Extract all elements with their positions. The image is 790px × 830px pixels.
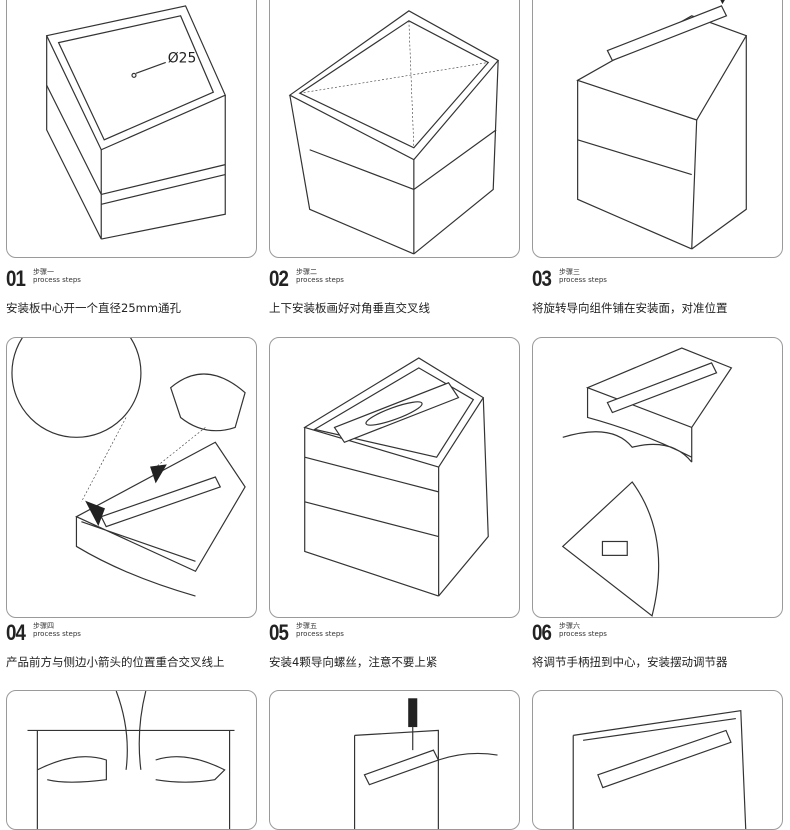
step-number: 05 (269, 620, 289, 645)
step-description: 将旋转导向组件铺在安装面，对准位置 (532, 301, 728, 315)
step-7-illustration (6, 690, 257, 830)
step-label-en: process steps (296, 276, 344, 284)
step-number: 03 (532, 266, 552, 291)
step-6-illustration (532, 337, 783, 618)
diameter-label: Ø25 (168, 50, 197, 66)
step-description: 安装4颗导向螺丝，注意不要上紧 (269, 655, 438, 669)
step-5-illustration (269, 337, 520, 618)
step-label-cn: 步骤五 (296, 622, 317, 630)
step-description: 安装板中心开一个直径25mm通孔 (6, 301, 182, 315)
step-label-en: process steps (559, 630, 607, 638)
step-number: 04 (6, 620, 26, 645)
step-2-illustration (269, 0, 520, 258)
step-9-illustration (532, 690, 783, 830)
step-number: 02 (269, 266, 289, 291)
step-label-cn: 步骤三 (559, 268, 580, 276)
step-label-cn: 步骤六 (559, 622, 580, 630)
step-label-cn: 步骤一 (33, 268, 54, 276)
step-1-illustration: Ø25 (6, 0, 257, 258)
step-label-en: process steps (33, 276, 81, 284)
step-description: 产品前方与侧边小箭头的位置重合交叉线上 (6, 655, 225, 669)
step-label-en: process steps (33, 630, 81, 638)
step-label-cn: 步骤二 (296, 268, 317, 276)
step-description: 将调节手柄扭到中心，安装摆动调节器 (532, 655, 728, 669)
step-label-cn: 步骤四 (33, 622, 54, 630)
step-8-illustration (269, 690, 520, 830)
step-label-en: process steps (559, 276, 607, 284)
step-label-en: process steps (296, 630, 344, 638)
step-4-illustration (6, 337, 257, 618)
step-3-illustration (532, 0, 783, 258)
step-number: 01 (6, 266, 26, 291)
step-number: 06 (532, 620, 552, 645)
step-description: 上下安装板画好对角垂直交叉线 (269, 301, 430, 315)
